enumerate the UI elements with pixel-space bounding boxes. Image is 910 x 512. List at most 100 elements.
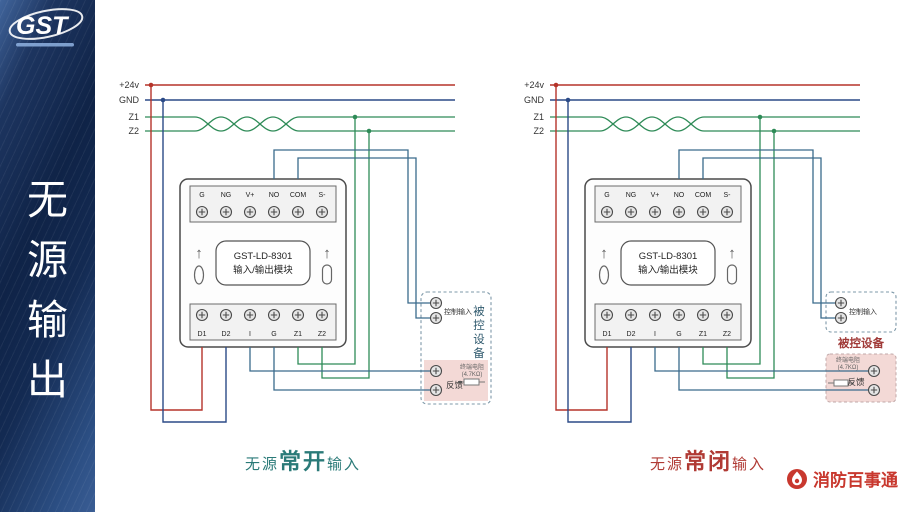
terminal-screw <box>624 205 638 219</box>
terminal-label: NO <box>269 192 280 199</box>
terminal-screw <box>624 308 638 322</box>
wire-gnd-to-d2 <box>162 100 227 423</box>
wire-i-to-feedback <box>249 347 430 372</box>
control-terminal-screw <box>429 311 443 325</box>
feedback-terminal-screw <box>867 364 881 378</box>
caption-main: 常闭 <box>683 449 732 474</box>
terminal-screw <box>672 205 686 219</box>
terminal-screw <box>219 308 233 322</box>
rail-z1-twisted <box>145 116 455 132</box>
terminal-label: Z2 <box>723 331 731 338</box>
brand-footer: 消防百事通 <box>786 466 898 491</box>
title-char: 源 <box>27 237 68 284</box>
junction-dot <box>160 97 166 103</box>
resistor-symbol <box>458 378 485 386</box>
module-name: 输入/输出模块 <box>233 264 293 276</box>
control-terminal-screw <box>834 311 848 325</box>
module-model: GST-LD-8301 <box>639 251 698 262</box>
terminal-label: D1 <box>198 331 207 338</box>
terminal-label: D1 <box>603 331 612 338</box>
top-terminal-labels: G NG V+ NO COM S- <box>604 192 731 199</box>
module-name: 输入/输出模块 <box>638 264 698 276</box>
junction-dot <box>757 114 763 120</box>
caption-main: 常开 <box>278 449 327 474</box>
terminal-screw <box>720 205 734 219</box>
terminal-label: Z1 <box>294 331 302 338</box>
terminal-label: I <box>249 331 251 338</box>
wires <box>148 82 430 423</box>
terminal-screw <box>291 308 305 322</box>
top-terminal-strip <box>594 185 742 223</box>
gst-logo-graphic: GST <box>8 8 84 47</box>
terminal-label: G <box>271 331 276 338</box>
diagram-normally-open: +24v GND Z1 Z2 G NG V+ NO COM S <box>103 72 503 474</box>
terminal-screw <box>315 205 329 219</box>
title-char: 出 <box>27 357 68 404</box>
power-rails: +24v GND Z1 Z2 <box>119 80 455 136</box>
up-arrow-icon: ↑ <box>600 245 608 262</box>
device-name-char: 设 <box>473 333 485 346</box>
controlled-device: 控制输入 被控设备 终端电阻 (4.7KΩ) 反馈 <box>828 296 884 397</box>
gst-logo: GST <box>4 5 90 58</box>
module-slot-left <box>598 265 610 285</box>
rail-z2-twisted <box>145 116 455 132</box>
up-arrow-icon: ↑ <box>195 245 203 262</box>
wire-24v-to-d1 <box>150 85 203 411</box>
up-arrow-icon: ↑ <box>323 245 331 262</box>
module-slot-right <box>321 264 333 285</box>
terminal-label: G <box>199 192 204 199</box>
terminal-label: G <box>604 192 609 199</box>
terminal-screw <box>648 205 662 219</box>
brand-logo-icon <box>787 468 807 489</box>
terminal-label: COM <box>695 192 712 199</box>
caption-post: 输入 <box>732 456 767 473</box>
resistor-label: 终端电阻 <box>836 356 860 364</box>
wire-z1 <box>702 117 761 365</box>
bottom-terminal-strip <box>189 303 337 341</box>
terminal-screw <box>243 205 257 219</box>
rail-label-z1: Z1 <box>533 112 544 122</box>
top-terminal-labels: G NG V+ NO COM S- <box>199 192 326 199</box>
control-input-label: 控制输入 <box>849 307 877 316</box>
terminal-screw <box>672 308 686 322</box>
device-name-label: 被控设备 <box>838 336 884 350</box>
control-terminal-screw <box>834 296 848 310</box>
terminal-screw <box>267 205 281 219</box>
junction-dot <box>352 114 358 120</box>
resistor-value: (4.7KΩ) <box>838 365 859 371</box>
resistor-symbol <box>828 379 854 387</box>
terminal-label: S- <box>319 192 327 199</box>
terminal-label: G <box>676 331 681 338</box>
resistor-value: (4.7KΩ) <box>462 372 483 378</box>
rail-label-24v: +24v <box>524 80 544 90</box>
device-name-char: 被 <box>473 305 485 318</box>
terminal-screw <box>696 308 710 322</box>
wire-no-to-control <box>273 149 430 304</box>
junction-dot <box>366 128 372 134</box>
rail-z1-twisted <box>550 116 860 132</box>
feedback-label: 反馈 <box>847 377 865 387</box>
diagram-canvas: +24v GND Z1 Z2 G NG V+ NO COM S <box>95 0 910 512</box>
diagram-caption: 无源常闭输入 <box>508 444 908 476</box>
rail-z2-twisted <box>550 116 860 132</box>
terminal-screw <box>243 308 257 322</box>
wiring-diagram-svg: +24v GND Z1 Z2 G NG V+ NO COM S <box>524 80 897 423</box>
feedback-terminal-screw <box>429 364 443 378</box>
module-slot-right <box>726 264 738 285</box>
io-module: G NG V+ NO COM S- <box>179 178 347 348</box>
wire-z2 <box>321 131 370 379</box>
wire-i-to-feedback <box>654 347 868 372</box>
rail-label-gnd: GND <box>524 95 545 105</box>
top-terminal-strip <box>189 185 337 223</box>
wire-no-to-control <box>678 149 835 304</box>
terminal-screw <box>600 205 614 219</box>
power-rails: +24v GND Z1 Z2 <box>524 80 860 136</box>
wire-com-to-control <box>297 157 430 319</box>
terminal-label: D2 <box>627 331 636 338</box>
wiring-diagram-svg: +24v GND Z1 Z2 G NG V+ NO COM S <box>119 80 492 423</box>
bottom-terminal-strip <box>594 303 742 341</box>
module-model: GST-LD-8301 <box>234 251 293 262</box>
terminal-label: Z1 <box>699 331 707 338</box>
bottom-terminal-labels: D1 D2 I G Z1 Z2 <box>198 331 327 338</box>
feedback-terminal-screw <box>867 383 881 397</box>
